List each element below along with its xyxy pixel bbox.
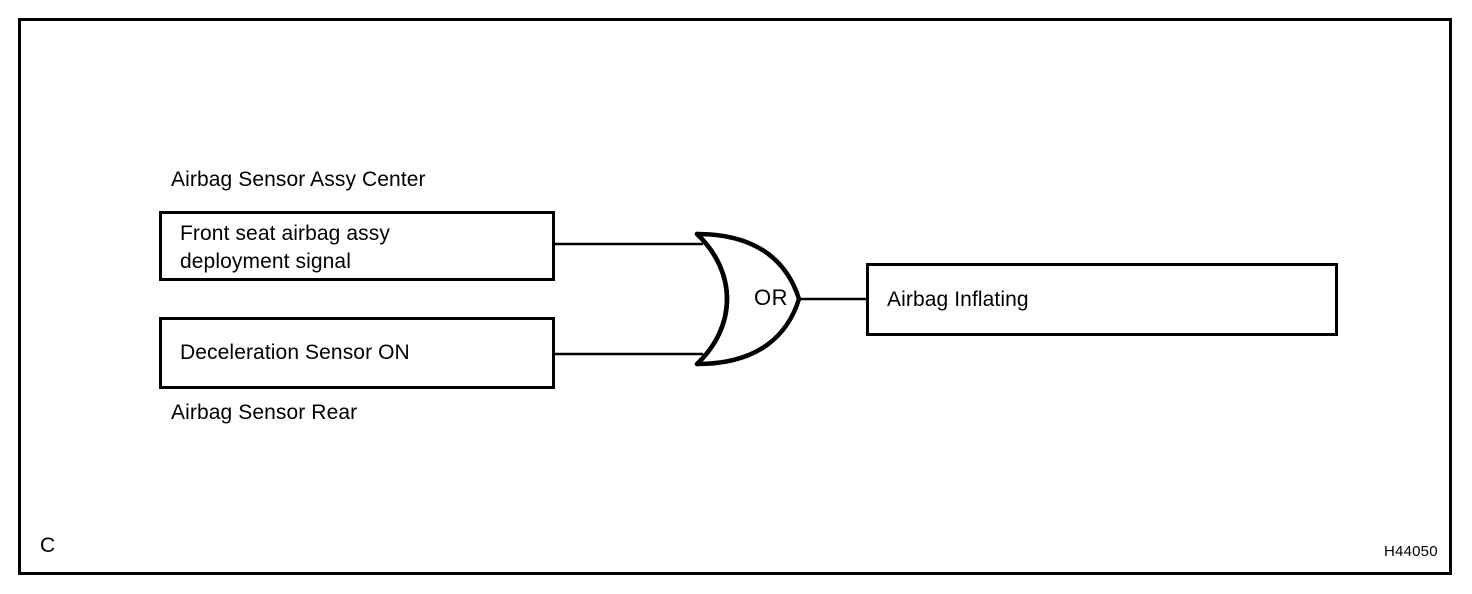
output-box-airbag-inflating: Airbag Inflating bbox=[866, 263, 1338, 336]
group-label-airbag-sensor-rear: Airbag Sensor Rear bbox=[171, 401, 358, 424]
input-box-label-front-seat-airbag-deployment-signal: Front seat airbag assy deployment signal bbox=[180, 222, 390, 273]
input-box-deceleration-sensor-on: Deceleration Sensor ON bbox=[159, 317, 555, 389]
group-label-airbag-sensor-assy-center: Airbag Sensor Assy Center bbox=[171, 168, 426, 191]
input-box-label-deceleration-sensor-on: Deceleration Sensor ON bbox=[180, 341, 410, 364]
or-gate-label: OR bbox=[754, 285, 788, 310]
figure-id: H44050 bbox=[1384, 543, 1438, 560]
input-box-front-seat-airbag-deployment-signal: Front seat airbag assy deployment signal bbox=[159, 211, 555, 281]
output-box-label-airbag-inflating: Airbag Inflating bbox=[887, 288, 1029, 311]
sheet-marker: C bbox=[40, 534, 56, 557]
